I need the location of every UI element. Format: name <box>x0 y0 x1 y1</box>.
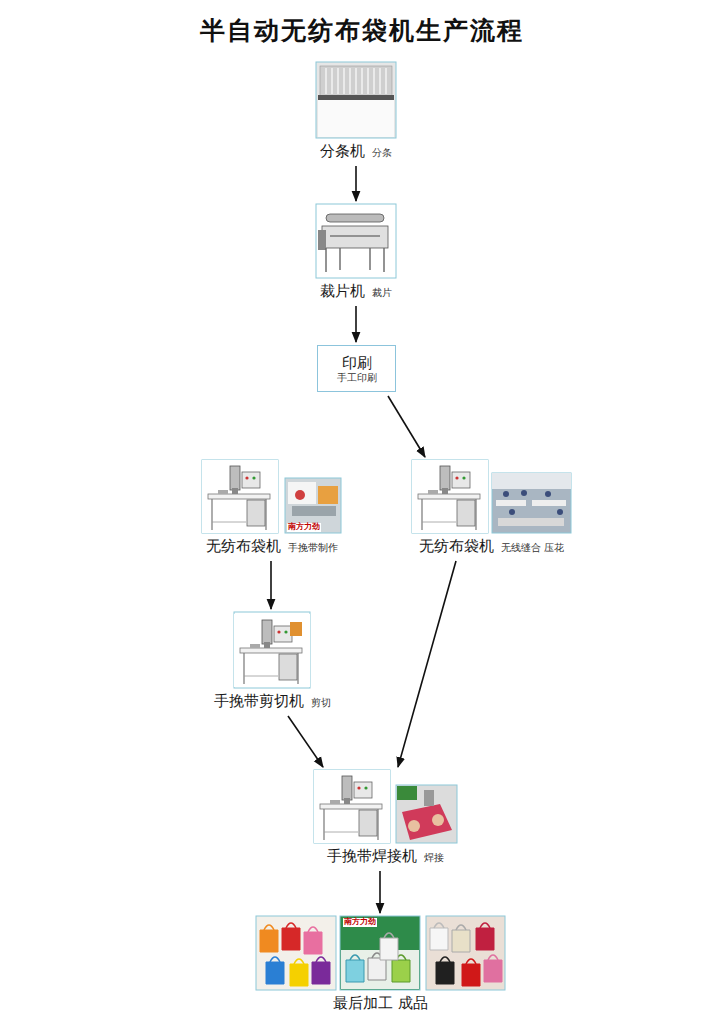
machine-photo <box>234 614 310 687</box>
flow-arrow <box>379 871 381 913</box>
photo-frame <box>234 612 310 688</box>
photo-frame <box>316 204 396 278</box>
control-box <box>318 230 326 250</box>
bag <box>290 959 308 986</box>
flow-arrow <box>288 716 323 767</box>
bag <box>476 923 494 950</box>
machine-part <box>292 506 336 516</box>
fabric-piece <box>318 486 338 504</box>
roller <box>318 95 394 100</box>
bag <box>304 927 322 954</box>
step-note: 剪切 <box>311 697 331 709</box>
step-name: 无纺布袋机 <box>206 537 281 555</box>
blade <box>330 236 380 237</box>
step-name: 手挽带焊接机 <box>327 847 417 865</box>
bag <box>260 925 278 952</box>
step-name: 印刷 <box>342 354 372 372</box>
step-name: 手挽带剪切机 <box>214 692 304 710</box>
cutter-body <box>322 226 388 248</box>
machine-step: 裁片机裁片 <box>316 204 396 302</box>
photo-frame <box>285 478 341 533</box>
step-note: 无线缝合 压花 <box>501 542 564 554</box>
bag <box>346 955 364 982</box>
watermark: 南方力劲 <box>287 523 321 532</box>
step-note: 分条 <box>372 147 392 159</box>
photo-frame <box>202 460 278 533</box>
workbench <box>532 500 566 506</box>
step-caption: 手挽带剪切机剪切 <box>210 692 335 710</box>
step-caption: 无纺布袋机无线缝合 压花 <box>412 537 571 555</box>
watermark: 南方力劲 <box>343 918 377 927</box>
bag <box>380 933 398 960</box>
machine-step: 手挽带剪切机剪切 <box>210 612 335 712</box>
machine-step: 最后加工 成品 <box>256 916 505 1014</box>
flow-arrow <box>270 561 272 609</box>
welding-head <box>424 790 434 806</box>
step-caption: 最后加工 成品 <box>256 994 505 1012</box>
flow-arrow <box>398 561 456 767</box>
cutter-legs <box>326 248 384 272</box>
bag <box>452 925 470 952</box>
machine-step: 无纺布袋机手挽带制作 <box>202 460 342 557</box>
slitter-body <box>320 66 392 96</box>
diagram-title: 半自动无纺布袋机生产流程 <box>0 14 724 47</box>
step-caption: 裁片机裁片 <box>316 282 396 300</box>
photo-frame <box>314 770 390 843</box>
step-name: 裁片机 <box>320 282 365 300</box>
worker <box>521 490 527 496</box>
bag <box>312 957 330 984</box>
machine-photo <box>412 460 488 533</box>
hand <box>408 820 420 832</box>
handle-roll <box>295 490 305 500</box>
machine-step: 分条机分条 <box>316 62 396 162</box>
step-note: 焊接 <box>424 852 444 864</box>
bag <box>266 957 284 984</box>
slitter-blades <box>326 68 386 94</box>
workshop-wall <box>492 473 571 489</box>
fabric-roll <box>326 214 384 222</box>
flow-arrow <box>355 306 357 342</box>
machine-photo <box>202 460 278 533</box>
worker <box>545 491 551 497</box>
bag-being-welded <box>402 804 452 840</box>
step-caption: 分条机分条 <box>316 142 396 160</box>
photo-frame <box>396 785 457 843</box>
photo-frame <box>316 62 396 138</box>
step-caption: 无纺布袋机手挽带制作 <box>202 537 342 555</box>
step-name: 最后加工 成品 <box>333 994 428 1012</box>
fabric-piece <box>288 482 316 504</box>
photo-frame <box>492 473 571 533</box>
worker <box>557 509 563 515</box>
step-name: 无纺布袋机 <box>419 537 494 555</box>
hand <box>432 814 444 826</box>
bag <box>462 959 480 986</box>
fabric-sheet <box>318 100 394 137</box>
workbench <box>498 518 564 526</box>
bag <box>436 957 454 984</box>
flow-arrow <box>388 396 425 457</box>
photo-frame <box>256 916 336 990</box>
photo-frame <box>340 916 420 990</box>
photo-frame <box>426 916 505 990</box>
worker <box>503 491 509 497</box>
process-box: 印刷手工印刷 <box>317 345 396 392</box>
machine-step: 手挽带焊接机焊接 <box>314 770 457 867</box>
step-note: 裁片 <box>372 287 392 299</box>
bag <box>282 923 300 950</box>
photo-frame <box>412 460 488 533</box>
flow-arrow <box>355 166 357 201</box>
machine-step: 无纺布袋机无线缝合 压花 <box>412 460 571 557</box>
photo-detail <box>397 786 417 800</box>
step-caption: 手挽带焊接机焊接 <box>314 847 457 865</box>
step-note: 手工印刷 <box>337 372 377 384</box>
workbench <box>496 500 526 506</box>
step-note: 手挽带制作 <box>288 542 338 554</box>
worker <box>509 509 515 515</box>
bag <box>484 955 502 982</box>
bag <box>430 923 448 950</box>
handle-roll <box>290 622 302 636</box>
step-name: 分条机 <box>320 142 365 160</box>
machine-photo <box>314 770 390 843</box>
